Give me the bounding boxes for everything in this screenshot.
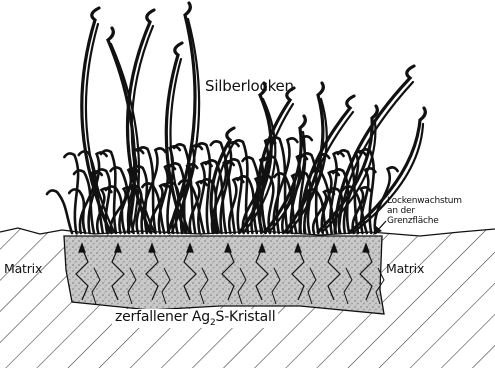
silver-curls bbox=[47, 3, 425, 233]
label-decomposed-crystal: zerfallener Ag2S-Kristall bbox=[112, 309, 278, 328]
label-matrix-left: Matrix bbox=[4, 261, 42, 276]
silver-curl-dense bbox=[47, 190, 72, 233]
label-growth-at-interface: Lockenwachstum an der Grenzfläche bbox=[387, 196, 462, 226]
crystal-label-suffix: S-Kristall bbox=[216, 309, 276, 325]
silver-curl-dense bbox=[64, 153, 78, 233]
label-matrix-right: Matrix bbox=[386, 261, 424, 276]
crystal-label-prefix: zerfallener Ag bbox=[115, 309, 210, 325]
label-silver-curls: Silberlocken bbox=[205, 77, 294, 95]
